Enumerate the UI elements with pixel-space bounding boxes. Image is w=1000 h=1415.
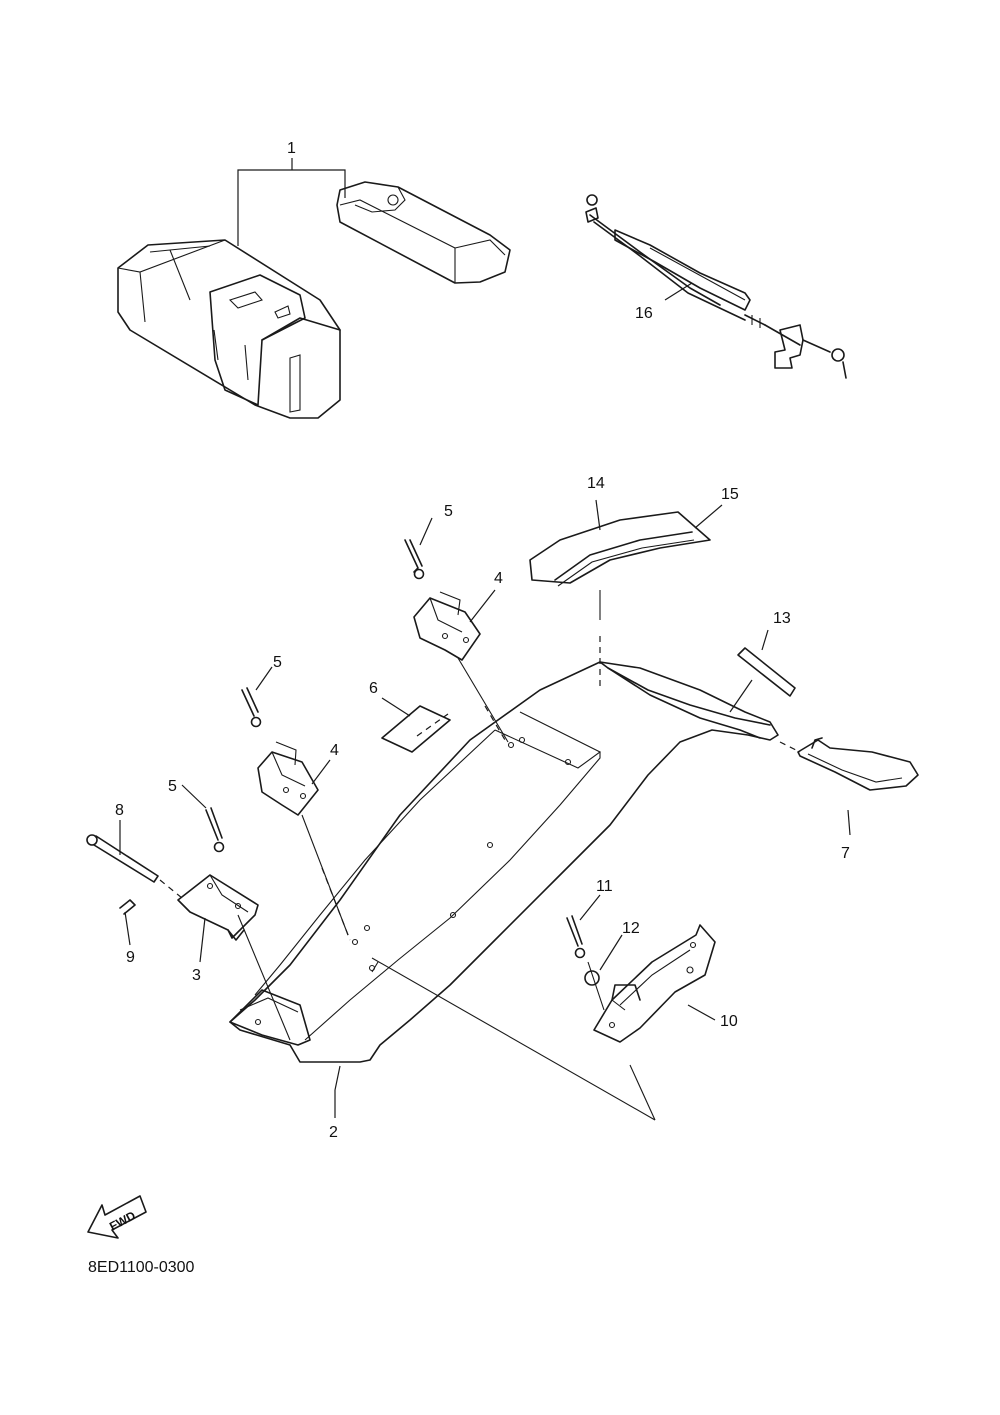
part-11-screw xyxy=(566,894,601,959)
part-10-bracket xyxy=(593,924,716,1043)
fwd-arrow-icon: FWD xyxy=(87,1195,147,1239)
callout-5-upper: 5 xyxy=(444,503,453,520)
part-9-pin xyxy=(119,899,136,946)
part-13-bar xyxy=(729,629,796,713)
callout-3: 3 xyxy=(192,967,201,984)
part-5-rivet-lower xyxy=(181,784,225,853)
part-16-cable xyxy=(585,194,847,379)
callout-5-middle: 5 xyxy=(273,654,282,671)
callout-10: 10 xyxy=(720,1013,738,1030)
part-1-tool-bag xyxy=(117,158,511,419)
part-12-nut xyxy=(584,934,623,986)
part-2-tray xyxy=(229,661,779,1118)
diagram-code: 8ED1100-0300 xyxy=(88,1259,195,1276)
part-4-clip-upper xyxy=(413,589,496,661)
callout-9: 9 xyxy=(126,949,135,966)
callout-13: 13 xyxy=(773,610,791,627)
part-5-rivet-middle xyxy=(241,666,273,728)
callout-12: 12 xyxy=(622,920,640,937)
part-3-bracket xyxy=(177,874,259,963)
callout-16: 16 xyxy=(635,305,653,322)
callout-6: 6 xyxy=(369,680,378,697)
part-4-clip-middle xyxy=(257,741,331,816)
assembly-lines xyxy=(159,590,656,1121)
callout-4-upper: 4 xyxy=(494,570,503,587)
callout-11: 11 xyxy=(596,878,613,895)
callout-15: 15 xyxy=(721,486,739,503)
callout-5-lower: 5 xyxy=(168,778,177,795)
callout-1: 1 xyxy=(287,140,296,157)
callout-14: 14 xyxy=(587,475,605,492)
part-7-handle xyxy=(779,737,919,836)
part-8-bolt xyxy=(86,820,159,883)
callout-2: 2 xyxy=(329,1124,338,1141)
callout-8: 8 xyxy=(115,802,124,819)
part-14-15-stripe xyxy=(529,499,723,587)
callout-labels: 1 16 14 15 5 4 13 5 6 4 5 8 7 11 12 9 3 … xyxy=(115,140,850,1141)
part-5-rivet-upper xyxy=(404,517,433,580)
callout-4-middle: 4 xyxy=(330,742,339,759)
part-6-label xyxy=(381,697,451,753)
callout-7: 7 xyxy=(841,845,850,862)
